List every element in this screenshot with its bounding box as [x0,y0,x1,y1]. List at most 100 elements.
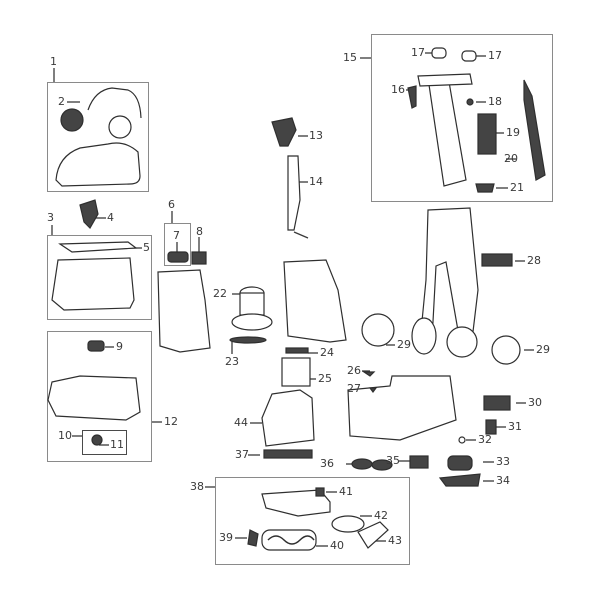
label-part-17a: 17 [411,46,425,59]
label-part-26: 26 [347,364,361,377]
label-part-17b: 17 [488,49,502,62]
wheel-middle [446,326,478,358]
group-box-1 [47,82,149,192]
part-20-power-cord [523,79,546,181]
group-box-6 [164,223,191,266]
part-32-clip [458,436,466,444]
wheel-cover [411,317,437,355]
label-part-29a: 29 [397,338,411,351]
label-part-41: 41 [339,485,353,498]
label-part-31: 31 [508,420,522,433]
group-box-10 [82,430,127,455]
part-5-tank-lid [58,241,138,253]
group-box-12 [47,331,152,462]
part-35-switch [409,455,429,469]
part-7-cap [167,251,189,263]
label-part-28: 28 [527,254,541,267]
part-41-screw [315,487,325,497]
label-part-25: 25 [318,372,332,385]
part-27-screw [368,387,378,393]
part-22-motor [231,286,273,331]
label-part-34: 34 [496,474,510,487]
part-17-grip-left [431,47,447,59]
base-housing [347,375,457,441]
label-part-36: 36 [320,457,334,470]
part-37-brush-strip [263,449,313,459]
part-23-gasket [229,336,267,344]
label-part-16: 16 [391,83,405,96]
label-part-22: 22 [213,287,227,300]
part-15-handle [427,75,467,187]
label-part-38: 38 [190,480,204,493]
label-part-14: 14 [309,175,323,188]
part-26-cap [362,371,376,377]
label-part-24: 24 [320,346,334,359]
part-39-end-cap [247,529,259,547]
part-36-brush-right [371,459,393,471]
label-part-10: 10 [58,429,72,442]
part-30-pump [483,395,511,411]
label-part-21: 21 [510,181,524,194]
part-25-filter [281,357,311,387]
label-part-27: 27 [347,382,361,395]
part-33-brush-motor [447,455,473,471]
part-6-side-panel [157,269,211,353]
label-part-20: 20 [504,152,518,165]
part-40-brush-roll [261,529,317,551]
label-part-6: 6 [168,198,175,211]
part-42-belt [331,515,365,533]
label-part-44: 44 [234,416,248,429]
center-housing [283,259,347,343]
label-part-23: 23 [225,355,239,368]
part-24-seal [285,347,309,354]
part-29-wheel-left [361,313,395,347]
part-8-valve [191,251,207,265]
part-44-nozzle [261,389,315,447]
part-9-knob [87,340,105,352]
part-29-wheel-right [491,335,521,365]
label-part-12: 12 [164,415,178,428]
label-part-35: 35 [386,454,400,467]
label-part-9: 9 [116,340,123,353]
part-13-upholstery-tool [271,117,297,147]
label-part-3: 3 [47,211,54,224]
label-part-4: 4 [107,211,114,224]
label-part-37: 37 [235,448,249,461]
label-part-32: 32 [478,433,492,446]
group-box-38 [215,477,410,565]
label-part-8: 8 [196,225,203,238]
group-box-3 [47,235,152,320]
label-part-42: 42 [374,509,388,522]
part-3-clean-water-tank [51,257,135,311]
part-4-latch [79,199,99,229]
label-part-11: 11 [110,438,124,451]
part-11-screw [91,434,103,446]
label-part-43: 43 [388,534,402,547]
label-part-18: 18 [488,95,502,108]
label-part-39: 39 [219,531,233,544]
part-31-valve [485,419,497,435]
label-part-1: 1 [50,55,57,68]
label-part-5: 5 [143,241,150,254]
part-14-hose [287,155,301,231]
part-19-pcb [477,113,497,155]
part-12-dirty-tank [47,375,141,421]
label-part-15: 15 [343,51,357,64]
label-part-33: 33 [496,455,510,468]
part-43-belt-cover [357,521,389,549]
part-17-grip-right [461,50,477,62]
part-36-brush-left [351,458,373,470]
label-part-40: 40 [330,539,344,552]
part-18-nut [466,98,474,106]
label-part-30: 30 [528,396,542,409]
part-21-clip [475,183,495,193]
group-box-15 [371,34,553,202]
label-part-29b: 29 [536,343,550,356]
label-part-2: 2 [58,95,65,108]
part-16-trigger [407,85,417,109]
label-part-19: 19 [506,126,520,139]
label-part-13: 13 [309,129,323,142]
part-34-plate [438,473,481,487]
label-part-7: 7 [173,229,180,242]
